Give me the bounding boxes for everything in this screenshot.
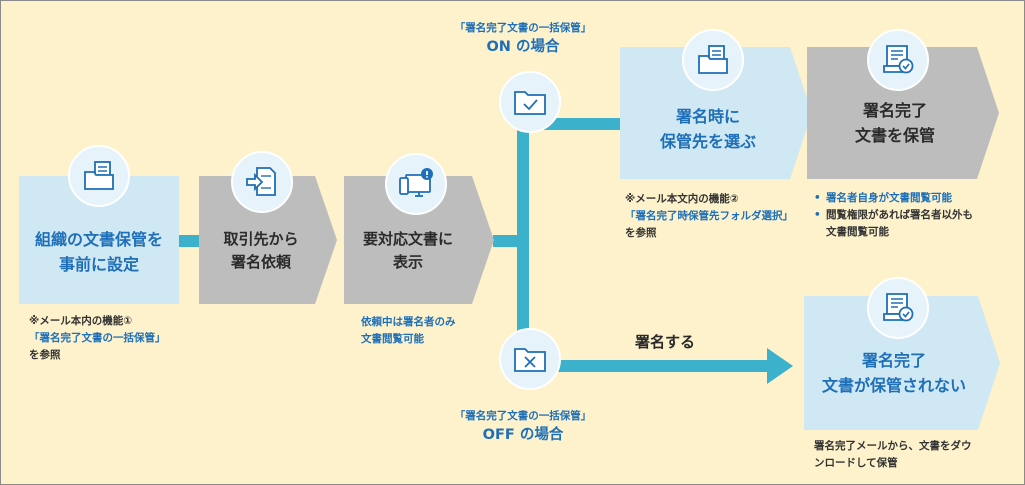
document-transfer-icon (246, 167, 276, 196)
setup-note-line3: を参照 (29, 348, 61, 361)
step-choose-label: 署名時に 保管先を選ぶ (659, 107, 756, 151)
stored-bullet-1: • 署名者自身が文書閲覧可能 (814, 190, 973, 207)
on-icon-circle (499, 71, 561, 133)
display-note-line1: 依頼中は署名者のみ (361, 316, 456, 328)
setup-note-line2: 「署名完了文書の一括保管」 (29, 331, 166, 344)
step-request-label: 取引先から 署名依頼 (223, 229, 299, 271)
stored-bullet-2-cont: 文書閲覧可能 (814, 224, 973, 241)
folder-documents-icon (698, 45, 728, 74)
stored-bullet-2: • 閲覧権限があれば署名者以外も (814, 207, 973, 224)
not-stored-icon-circle (867, 277, 929, 339)
bullet-dot: • (814, 208, 821, 221)
bullet-text-1: 署名者自身が文書閲覧可能 (826, 192, 952, 204)
setup-note: ※メール本内の機能① 「署名完了文書の一括保管」 を参照 (29, 313, 166, 363)
display-icon-circle (385, 153, 447, 215)
branch-on-small: 「署名完了文書の一括保管」 (454, 22, 592, 34)
stored-icon-circle (867, 29, 929, 91)
bullet-text-2: 閲覧権限があれば署名者以外も (826, 208, 973, 221)
monitor-alert-icon (399, 168, 433, 197)
connector-vertical-trunk (517, 118, 529, 370)
choose-note-line1: ※メール本文内の機能② (625, 193, 739, 205)
folder-documents-icon (84, 161, 114, 190)
setup-note-line1: ※メール本内の機能① (29, 315, 133, 327)
step-setup-box: 組織の文書保管を 事前に設定 (19, 176, 179, 304)
sign-arrow-label: 署名する (635, 333, 696, 351)
branch-on-big: ON の場合 (486, 38, 560, 55)
bullet-dot: • (814, 192, 821, 204)
branch-off-label: 「署名完了文書の一括保管」 OFF の場合 (449, 409, 597, 447)
choose-note-line2: 「署名完了時保管先フォルダ選択」 (625, 209, 793, 222)
choose-note-line3: を参照 (625, 226, 657, 239)
folder-x-icon (514, 348, 546, 372)
connector-to-not-stored (517, 360, 767, 372)
connector-setup-request (179, 235, 201, 247)
branch-off-big: OFF の場合 (482, 426, 564, 443)
setup-icon-circle (68, 145, 130, 207)
not-stored-note-line1: 署名完了メールから、文書をダウ (814, 440, 972, 452)
display-note-line2: 文書閲覧可能 (361, 332, 424, 345)
branch-off-small: 「署名完了文書の一括保管」 (454, 410, 592, 422)
certificate-document-icon (883, 45, 914, 74)
stored-bullets: • 署名者自身が文書閲覧可能 • 閲覧権限があれば署名者以外も 文書閲覧可能 (814, 190, 973, 240)
step-display-label: 要対応文書に 表示 (362, 229, 453, 271)
arrowhead-not-stored (767, 348, 793, 384)
certificate-document-icon (883, 293, 914, 322)
branch-on-label: 「署名完了文書の一括保管」 ON の場合 (449, 21, 597, 59)
request-icon-circle (231, 151, 293, 213)
not-stored-note-line2: ンロードして保管 (814, 456, 898, 469)
bullet-text-2-cont: 文書閲覧可能 (826, 225, 889, 238)
step-not-stored-label: 署名完了 文書が保管されない (821, 351, 966, 395)
step-stored-label: 署名完了 文書を保管 (854, 101, 935, 145)
display-note: 依頼中は署名者のみ 文書閲覧可能 (361, 314, 456, 348)
choose-icon-circle (682, 29, 744, 91)
off-icon-circle (499, 328, 561, 390)
folder-check-icon (514, 91, 546, 115)
step-setup-label: 組織の文書保管を 事前に設定 (34, 230, 163, 274)
choose-note: ※メール本文内の機能② 「署名完了時保管先フォルダ選択」 を参照 (625, 191, 793, 241)
not-stored-note: 署名完了メールから、文書をダウ ンロードして保管 (814, 438, 972, 472)
